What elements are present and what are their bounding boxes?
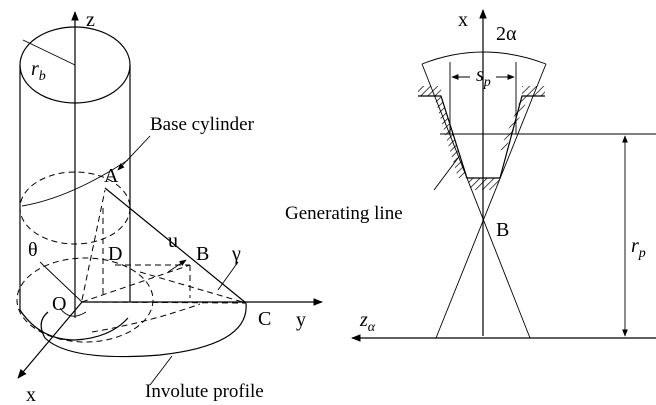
leader-gamma	[217, 261, 239, 291]
two-alpha-label: 2α	[496, 23, 517, 45]
y-axis-label: y	[296, 309, 306, 331]
rp-label: rp	[631, 235, 646, 261]
leader-generating-line	[433, 157, 459, 191]
theta-leader	[39, 261, 83, 303]
radius-label: rb	[31, 58, 46, 84]
point-B-label: B	[196, 243, 209, 265]
dash-O-A	[81, 189, 106, 301]
point-D-label: D	[108, 243, 122, 265]
cylinder-bottom-front	[19, 309, 129, 341]
arrow-to-B	[167, 259, 187, 273]
sector-right	[435, 63, 547, 339]
point-C-label: C	[258, 308, 271, 330]
gamma-label: γ	[231, 243, 241, 265]
dash-O-C	[81, 301, 247, 304]
u-label: u	[168, 230, 178, 252]
base-cylinder-figure: z rb Base cylinder A u B γ θ D O C y x I…	[16, 9, 323, 405]
helix-curve	[21, 159, 129, 207]
dash-circle-arc	[91, 303, 201, 333]
theta-arc	[59, 307, 87, 317]
dash-base-to-C	[139, 271, 247, 304]
x-axis	[17, 301, 83, 379]
x-axis-label: x	[26, 384, 36, 405]
base-cylinder-label: Base cylinder	[150, 114, 255, 135]
sector-left	[421, 63, 531, 339]
right-point-B-label: B	[496, 219, 509, 241]
z-axis-label: z	[86, 9, 95, 31]
rack-hatch-left	[418, 86, 441, 96]
leader-involute	[149, 355, 173, 386]
involute-curve	[40, 302, 247, 358]
rack-hatch-right	[522, 86, 545, 96]
z-alpha-label: zα	[359, 309, 376, 335]
point-O-label: O	[52, 293, 66, 315]
sp-label: sp	[476, 64, 491, 90]
generating-line-label: Generating line	[285, 203, 403, 224]
radius-line	[22, 39, 76, 66]
right-x-axis-label: x	[458, 9, 468, 31]
rack-profile	[418, 95, 545, 179]
leader-base-cylinder	[117, 135, 151, 171]
involute-profile-label: Involute profile	[145, 381, 264, 402]
dash-O-B	[81, 264, 191, 303]
two-alpha-arc	[421, 51, 547, 65]
point-A-label: A	[104, 165, 119, 187]
rack-cutter-figure: x 2α sp Generating line B rp zα	[285, 9, 656, 342]
base-ellipse	[16, 257, 154, 343]
theta-label: θ	[28, 239, 38, 261]
